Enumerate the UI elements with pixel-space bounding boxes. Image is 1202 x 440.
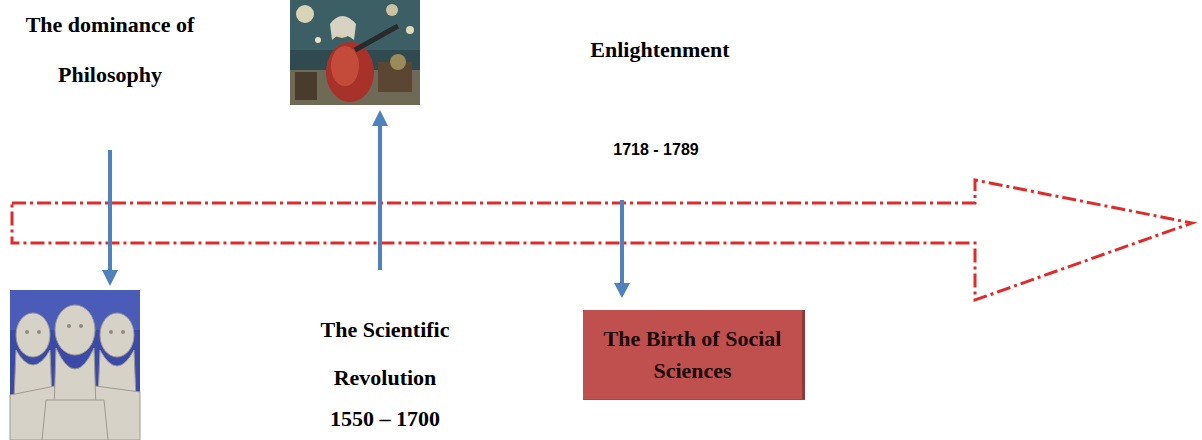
era-heading: The Scientific Revolution [300, 306, 470, 402]
era-heading: The dominance of Philosophy [10, 0, 210, 100]
timeline-arrow [12, 180, 1192, 300]
newton-picture [290, 0, 420, 105]
box-title: The Birth of Social Sciences [598, 323, 788, 387]
box-text-group: The Birth of Social Sciences [598, 323, 788, 387]
philosophers-picture [10, 290, 140, 440]
date-range: 1718 - 1789 [596, 138, 716, 162]
event-box: The Birth of Social Sciences [583, 310, 805, 400]
era-heading: Enlightenment [560, 30, 760, 70]
pointer-arrows [102, 110, 630, 298]
date-range: 1550 – 1700 [300, 402, 470, 436]
